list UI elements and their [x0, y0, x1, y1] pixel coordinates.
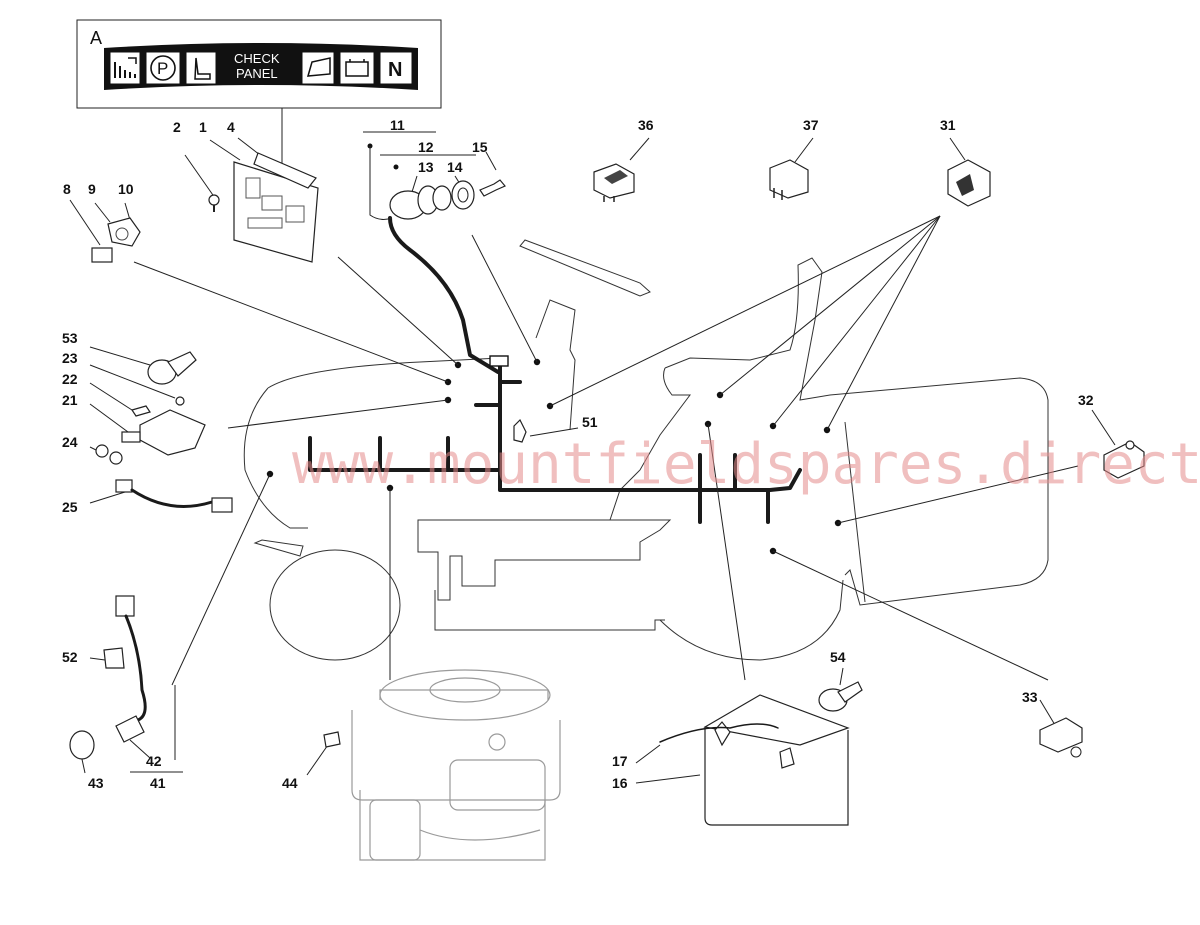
part-ignition-switch [389, 179, 506, 220]
callout-23: 23 [62, 350, 78, 366]
parking-brake-icon: P [145, 51, 181, 85]
check-panel-title-line1: CHECK [234, 51, 280, 66]
callout-22: 22 [62, 371, 78, 387]
callout-54: 54 [830, 649, 846, 665]
check-panel-box: A P CHECK PANEL N [76, 19, 442, 176]
part-battery-16 [703, 694, 850, 826]
neutral-icon: N [379, 51, 413, 85]
callout-31: 31 [940, 117, 956, 133]
callout-41: 41 [150, 775, 166, 791]
seat-icon [185, 51, 217, 85]
part-switch-33 [1039, 717, 1083, 758]
callout-51: 51 [582, 414, 598, 430]
callout-36: 36 [638, 117, 654, 133]
callout-44: 44 [282, 775, 298, 791]
tractor-outline [243, 239, 1049, 661]
neutral-letter: N [388, 59, 402, 81]
part-lamp-harness-41 [69, 595, 147, 760]
callout-10: 10 [118, 181, 134, 197]
callout-25: 25 [62, 499, 78, 515]
part-solenoid-21 [121, 409, 206, 456]
callout-12: 12 [418, 139, 434, 155]
part-bolt-22 [131, 405, 151, 417]
callout-24: 24 [62, 434, 78, 450]
callout-53: 53 [62, 330, 78, 346]
part-rocker-switch-36 [593, 163, 635, 202]
callout-37: 37 [803, 117, 819, 133]
choke-icon [109, 51, 141, 85]
wiring-harness [308, 216, 802, 524]
part-fuse-holder [91, 217, 141, 263]
part-nut-23 [175, 396, 185, 406]
part-nut-44 [323, 731, 341, 748]
callout-9: 9 [88, 181, 96, 197]
callout-33: 33 [1022, 689, 1038, 705]
part-control-board [233, 161, 319, 263]
part-battery-strap-17 [659, 723, 779, 743]
callout-11: 11 [390, 117, 405, 133]
part-relay-53 [147, 351, 197, 385]
part-clip-51 [513, 418, 527, 443]
part-switch-32 [1103, 440, 1145, 479]
callout-1: 1 [199, 119, 207, 135]
watermark-text: www.mountfieldspares.direct [292, 432, 1200, 497]
callout-8: 8 [63, 181, 71, 197]
part-label-strip [253, 152, 317, 189]
callout-labels: 2 1 4 8 9 10 11 12 13 14 15 36 37 31 53 … [62, 117, 1094, 791]
callout-17: 17 [612, 753, 628, 769]
callout-21: 21 [62, 392, 78, 408]
callout-14: 14 [447, 159, 463, 175]
callout-4: 4 [227, 119, 235, 135]
panel-label-a: A [90, 28, 102, 48]
grass-bag-icon [301, 51, 335, 85]
part-switch-37 [769, 159, 809, 200]
part-switch-31 [947, 159, 991, 207]
part-cable-25 [115, 479, 233, 513]
callout-52: 52 [62, 649, 78, 665]
callout-42: 42 [146, 753, 162, 769]
parking-brake-letter: P [157, 59, 168, 78]
battery-icon [339, 51, 375, 85]
callout-16: 16 [612, 775, 628, 791]
part-cap-54 [818, 681, 863, 712]
callout-2: 2 [173, 119, 181, 135]
check-panel-title-line2: PANEL [236, 66, 278, 81]
callout-43: 43 [88, 775, 104, 791]
engine-outline [351, 669, 561, 861]
callout-15: 15 [472, 139, 488, 155]
part-nuts-24 [95, 444, 123, 465]
callout-32: 32 [1078, 392, 1094, 408]
callout-13: 13 [418, 159, 434, 175]
part-screw [208, 194, 220, 212]
